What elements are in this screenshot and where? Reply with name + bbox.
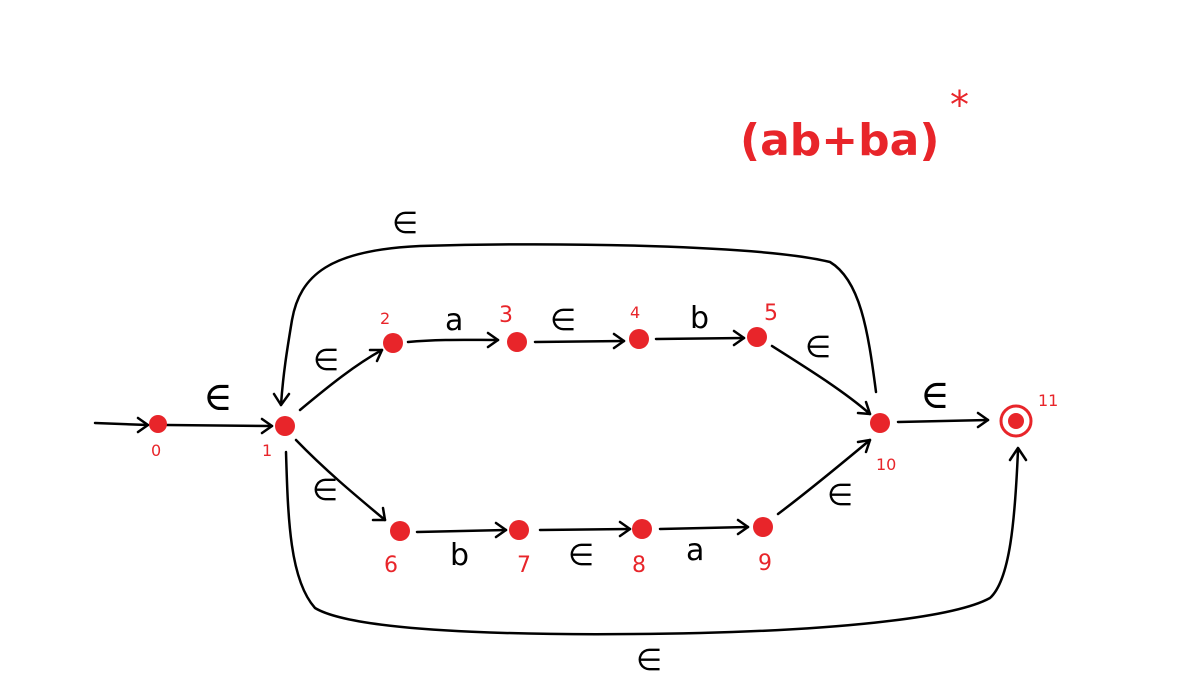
edge-label-3-4: ∈: [550, 303, 576, 338]
state-5-label: 5: [764, 301, 778, 326]
edge-10-11: ∈: [896, 372, 990, 429]
state-11-label: 11: [1038, 391, 1058, 410]
edge-label-10-11: ∈: [920, 372, 950, 418]
edge-1-6: ∈: [294, 438, 387, 522]
state-1: 1: [262, 416, 295, 460]
edge-6-7: b: [415, 521, 508, 573]
edge-5-10: ∈: [770, 330, 872, 416]
state-7-dot: [509, 520, 529, 540]
regex-expression: (ab+ba): [740, 115, 939, 166]
state-8-label: 8: [632, 553, 646, 578]
edge-10-1-loop: ∈: [272, 206, 878, 407]
state-7: 7: [509, 520, 531, 578]
state-5: 5: [747, 301, 778, 347]
state-0: 0: [149, 415, 167, 460]
edge-label-10-1: ∈: [392, 206, 418, 241]
state-10: 10: [870, 413, 896, 474]
edge-2-3: a: [406, 303, 500, 349]
edge-1-11-bypass: ∈: [284, 446, 1028, 678]
edge-7-8: ∈: [538, 520, 632, 573]
state-7-label: 7: [517, 553, 531, 578]
state-5-dot: [747, 327, 767, 347]
state-3-label: 3: [499, 303, 513, 328]
edge-label-1-2: ∈: [313, 343, 339, 378]
state-1-dot: [275, 416, 295, 436]
state-4-dot: [629, 329, 649, 349]
state-3: 3: [499, 303, 527, 352]
regex-title: (ab+ba) *: [740, 83, 969, 166]
regex-kleene-star: *: [950, 83, 969, 127]
state-0-dot: [149, 415, 167, 433]
state-9-dot: [753, 517, 773, 537]
edge-3-4: ∈: [533, 303, 626, 350]
edge-label-9-10: ∈: [827, 478, 853, 513]
start-arrow: [93, 416, 150, 434]
state-1-label: 1: [262, 441, 272, 460]
edge-8-9: a: [658, 518, 750, 568]
edge-label-0-1: ∈: [203, 374, 233, 420]
state-2-dot: [383, 333, 403, 353]
edge-label-6-7: b: [450, 538, 469, 573]
edge-label-1-11: ∈: [636, 643, 662, 678]
state-8-dot: [632, 519, 652, 539]
edge-4-5: b: [654, 301, 746, 347]
state-4: 4: [629, 303, 649, 349]
state-3-dot: [507, 332, 527, 352]
state-9-label: 9: [758, 551, 772, 576]
edge-label-7-8: ∈: [568, 538, 594, 573]
edge-0-1: ∈: [165, 374, 274, 435]
edge-label-8-9: a: [686, 533, 704, 568]
state-11-accept-ring: [999, 404, 1033, 438]
state-0-label: 0: [151, 441, 161, 460]
state-2-label: 2: [380, 309, 390, 328]
state-4-label: 4: [630, 303, 640, 322]
edge-label-2-3: a: [445, 303, 463, 338]
state-11-accepting: 11: [999, 391, 1058, 438]
state-9: 9: [753, 517, 773, 576]
state-8: 8: [632, 519, 652, 578]
edge-label-1-6: ∈: [312, 473, 338, 508]
edge-label-4-5: b: [690, 301, 709, 336]
edge-9-10: ∈: [776, 438, 872, 516]
state-6-dot: [390, 521, 410, 541]
state-6: 6: [384, 521, 410, 578]
state-2: 2: [380, 309, 403, 353]
state-6-label: 6: [384, 553, 398, 578]
edge-1-2: ∈: [298, 343, 384, 412]
state-10-dot: [870, 413, 890, 433]
edge-label-5-10: ∈: [805, 330, 831, 365]
state-11-dot: [1008, 413, 1024, 429]
state-10-label: 10: [876, 455, 896, 474]
